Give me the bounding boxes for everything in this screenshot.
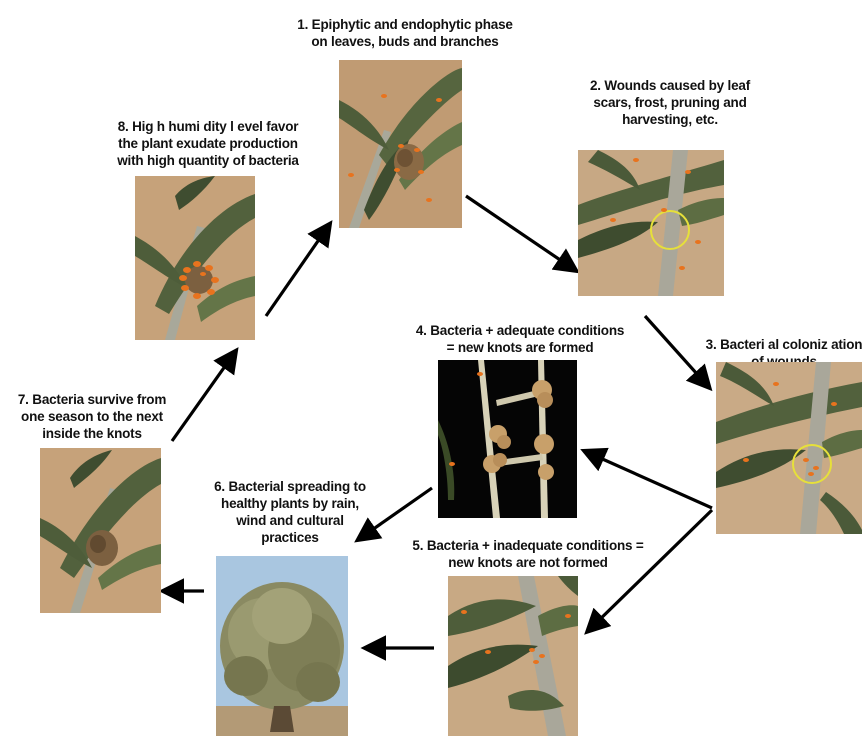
step-7-label: 7. Bacteria survive from one season to t… <box>17 392 167 441</box>
photo-knot-survival <box>40 448 161 613</box>
arrow-3-to-5 <box>584 508 714 635</box>
step-1-label: 1. Epiphytic and endophytic phase on lea… <box>297 17 513 49</box>
arrow-7-to-8 <box>170 347 239 442</box>
photo-leaf-scar-wound <box>578 150 724 296</box>
arrow-2-to-3 <box>643 314 713 392</box>
arrow-1-to-2 <box>465 194 580 274</box>
photo-knots-not-formed <box>448 576 578 736</box>
arrow-3-to-4 <box>580 447 713 510</box>
photo-olive-tree <box>216 556 348 736</box>
arrow-8-to-1 <box>264 220 333 317</box>
photo-exudate-bacteria <box>135 176 255 340</box>
step-8-label: 8. Hig h humi dity l evel favor the plan… <box>117 119 299 168</box>
step-6-label: 6. Bacterial spreading to healthy plants… <box>214 479 366 545</box>
arrow-4-to-6 <box>354 486 433 543</box>
photo-knots-formed <box>438 360 577 518</box>
step-2-label: 2. Wounds caused by leaf scars, frost, p… <box>590 78 750 127</box>
photo-bacterial-colonization <box>716 362 862 534</box>
step-4-label: 4. Bacteria + adequate conditions = new … <box>415 323 625 355</box>
step-5-label: 5. Bacteria + inadequate conditions = ne… <box>412 538 644 570</box>
photo-olive-leaves-buds <box>339 60 462 228</box>
